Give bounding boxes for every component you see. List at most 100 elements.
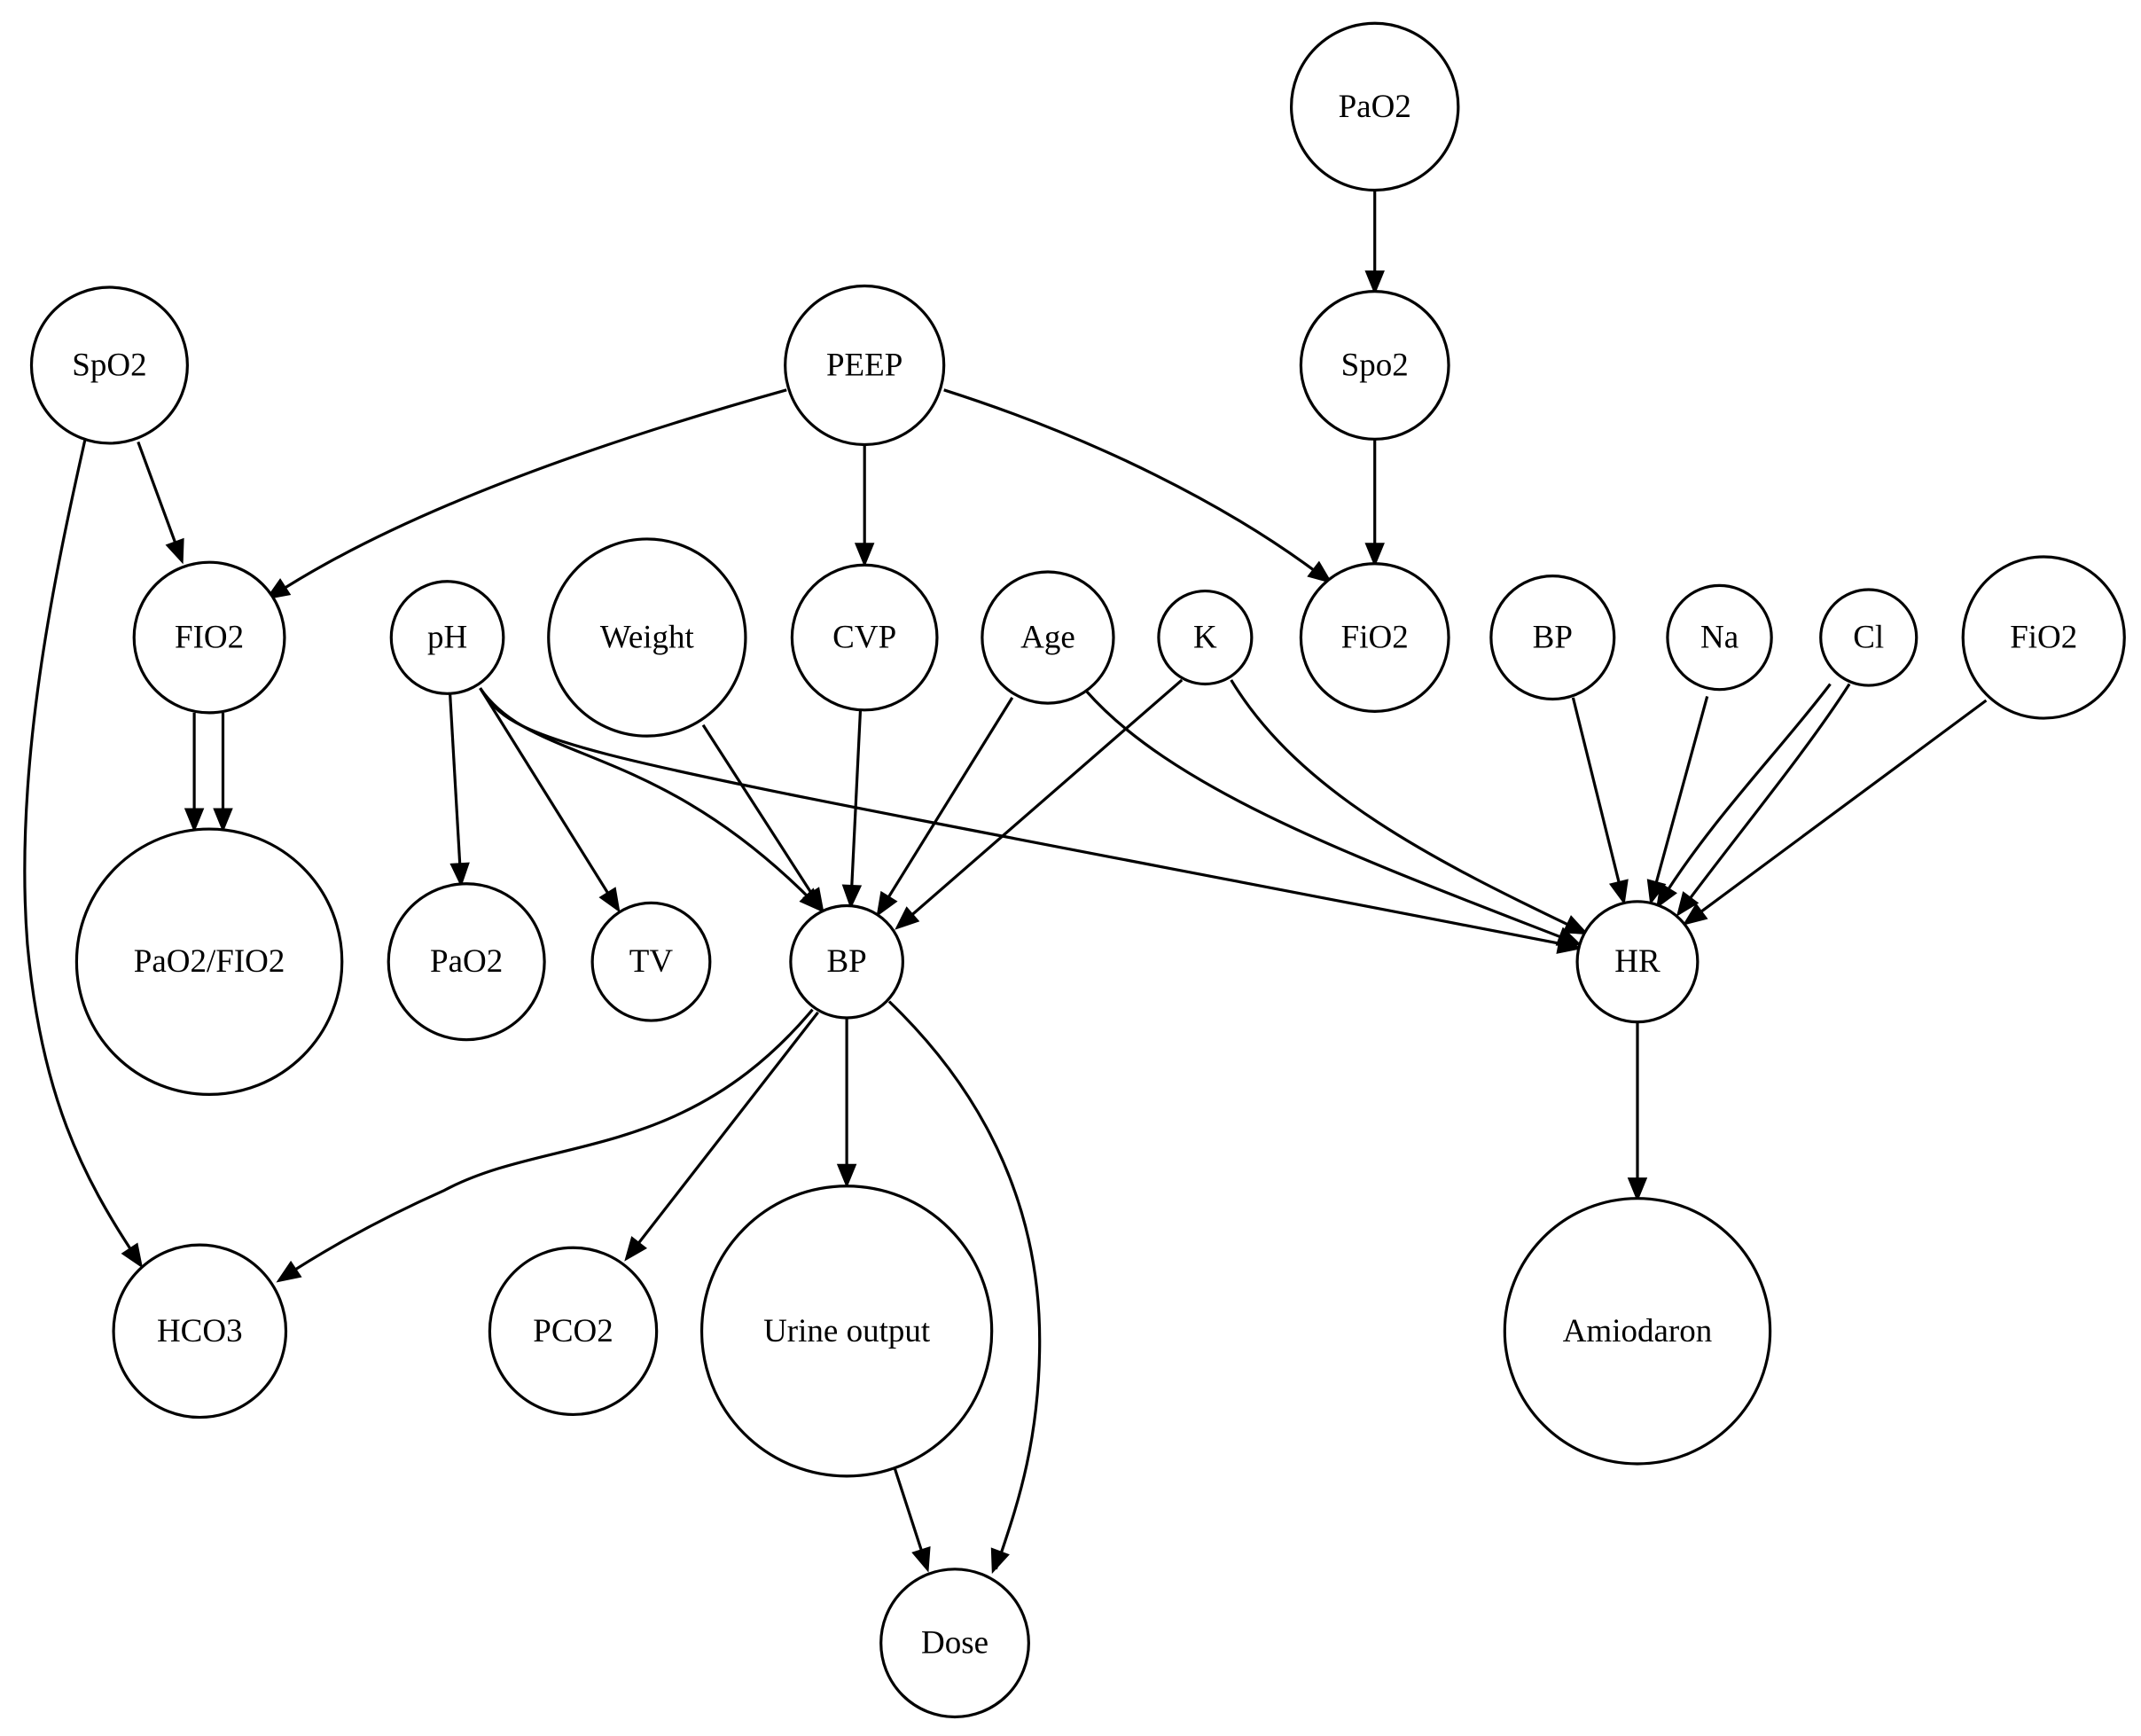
edge-bp-to-urine [836,1018,857,1189]
edge-line [1684,699,1988,925]
edge-line [272,388,787,597]
node-circle [1666,583,1773,692]
node-circle [1299,290,1450,441]
edge-line [887,1000,1042,1570]
arrowhead [876,890,898,918]
node-urine: Urine output [699,1185,994,1478]
node-circle [981,570,1115,705]
node-pH: pH [389,580,505,695]
node-dose: Dose [879,1568,1030,1719]
node-label: FIO2 [175,620,244,656]
node-hco3: HCO3 [112,1243,288,1419]
node-label: FiO2 [2010,620,2077,656]
node-paO2_top: PaO2 [1289,21,1460,192]
edge-spO2-to-fiO2_upper [137,441,184,565]
edge-cl-to-hr [1656,683,1832,909]
edge-line [896,678,1184,929]
edge-line [1084,690,1580,946]
node-k: K [1157,589,1254,686]
arrowhead [1682,903,1708,926]
arrowhead [1307,560,1332,584]
edge-line [1571,697,1626,903]
edge-line [137,441,184,562]
edge-age-to-bp [876,697,1014,918]
edge-line [23,440,138,1260]
edge-spo2_small-to-fiO2_mid [1364,439,1385,567]
node-fiO2_mid: FiO2 [1299,562,1450,713]
node-circle [29,285,189,445]
edge-line [625,1011,819,1260]
node-cvp: CVP [790,563,939,712]
node-cl: Cl [1819,588,1918,687]
node-fiO2_upper: FIO2 [132,560,286,715]
node-circle [789,903,904,1020]
node-label: PaO2 [430,943,503,980]
node-label: PEEP [826,347,903,383]
node-label: Weight [600,620,695,656]
node-label: HCO3 [157,1313,243,1349]
edge-line [1649,695,1709,903]
edge-pH-to-tv [479,687,621,913]
edge-k-to-hr [1230,679,1589,935]
node-label: K [1193,620,1217,656]
edge-line [701,723,824,911]
edge-line [849,709,863,906]
node-circle [488,1246,659,1417]
edge-line [1230,679,1586,934]
node-circle [699,1185,994,1478]
arrowhead [1364,270,1385,295]
node-circle [112,1243,288,1419]
node-label: Spo2 [1341,347,1409,383]
node-circle [1299,562,1450,713]
node-age: Age [981,570,1115,705]
node-paO2_low: PaO2 [387,882,546,1042]
edge-cvp-to-bp [841,709,863,910]
edge-fiO2_upper-to-paO2_fiO2 [213,712,233,833]
edge-line [479,687,620,911]
arrowhead [1608,879,1629,905]
edge-urine-to-dose [893,1467,931,1573]
node-label: Dose [921,1625,988,1662]
node-fiO2_right: FiO2 [1961,555,2126,720]
edge-line [479,687,1576,949]
arrowhead [1676,891,1700,917]
edge-bp-to-hco3 [276,1008,814,1283]
node-label: BP [1533,620,1573,656]
node-spO2: SpO2 [29,285,189,445]
node-circle [784,284,946,447]
arrowhead [836,1163,857,1189]
edge-pH-to-paO2_low [449,693,470,888]
node-circle [1575,900,1700,1024]
edge-line [943,388,1328,582]
edge-cl-to-hr [1676,683,1851,917]
node-circle [590,901,712,1022]
node-label: PaO2 [1339,89,1411,125]
edge-spO2-to-hco3 [23,440,144,1269]
node-paO2_fiO2: PaO2/FIO2 [74,827,344,1096]
node-circle [1819,588,1918,687]
arrowhead [1555,927,1582,946]
node-label: SpO2 [72,347,146,383]
arrowhead [854,543,875,567]
arrowhead [841,884,863,910]
node-circle [1503,1197,1772,1466]
edge-na-to-hr [1646,695,1709,905]
node-spo2_small: Spo2 [1299,290,1450,441]
edge-line [877,697,1014,915]
node-pco2: PCO2 [488,1246,659,1417]
arrowhead [165,537,184,565]
node-label: PaO2/FIO2 [134,943,285,980]
node-circle [1289,21,1460,192]
node-tv: TV [590,901,712,1022]
node-label: CVP [832,620,896,656]
edge-k-to-bp [895,678,1184,930]
edge-line [1677,683,1851,915]
node-circle [790,563,939,712]
node-hr: HR [1575,900,1700,1024]
node-label: BP [826,943,866,980]
arrowhead [1364,543,1385,567]
node-na: Na [1666,583,1773,692]
arrowhead [1656,882,1677,909]
